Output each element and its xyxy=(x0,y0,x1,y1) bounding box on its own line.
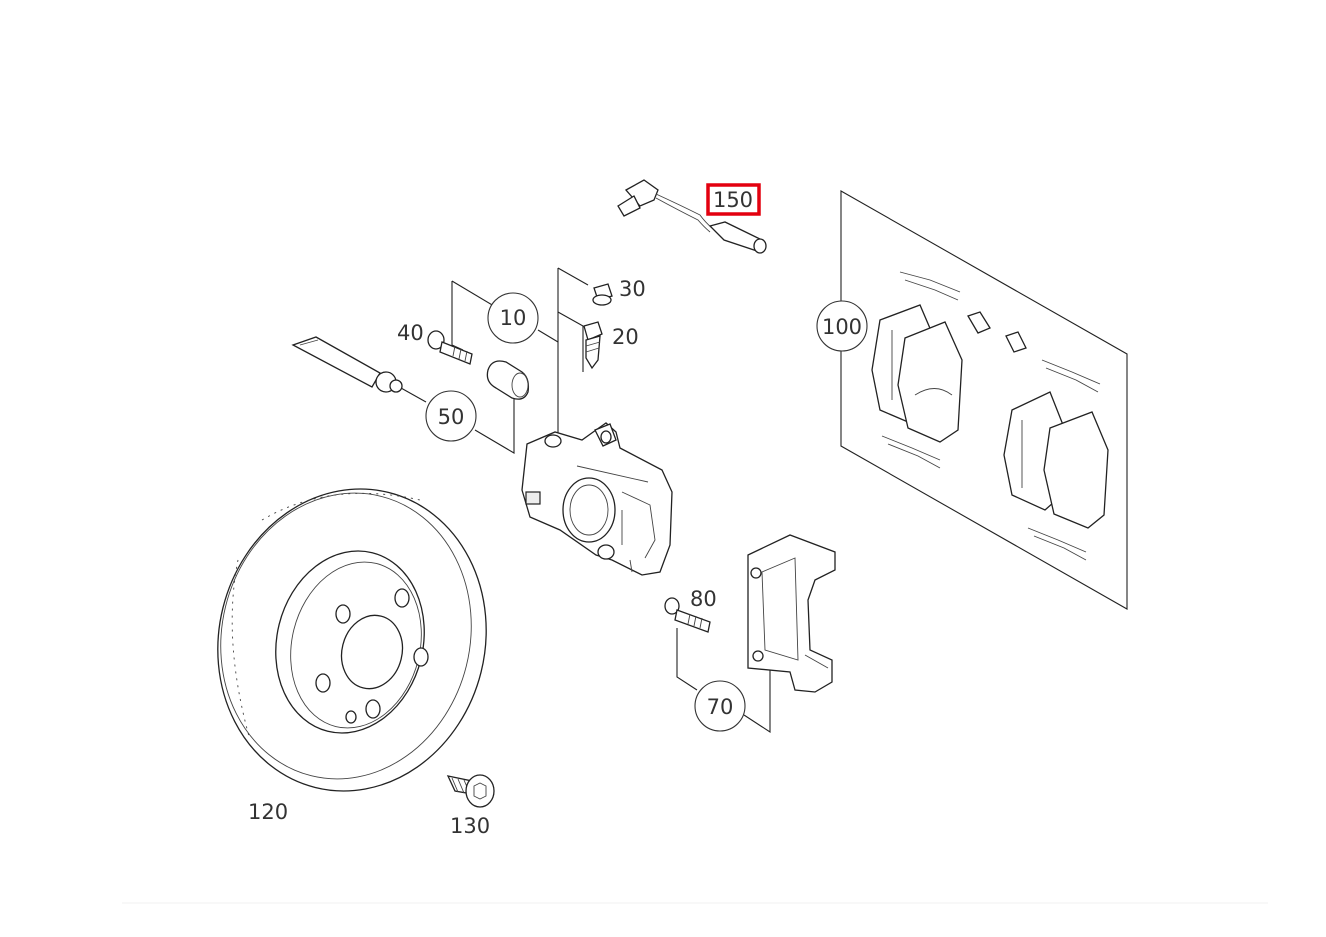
callout-10[interactable]: 10 xyxy=(500,306,527,330)
bleed-screw[interactable] xyxy=(583,321,603,370)
callout-130[interactable]: 130 xyxy=(450,814,490,838)
callout-40[interactable]: 40 xyxy=(397,321,424,345)
callout-120[interactable]: 120 xyxy=(248,800,288,824)
rotor-screw[interactable] xyxy=(446,774,495,808)
selected-callout-highlight xyxy=(706,183,761,216)
bleed-cap[interactable] xyxy=(592,283,613,306)
callout-20[interactable]: 20 xyxy=(612,325,639,349)
grease-tube[interactable] xyxy=(291,336,403,393)
callout-80[interactable]: 80 xyxy=(690,587,717,611)
carrier-bolt[interactable] xyxy=(664,597,711,633)
caliper-carrier[interactable] xyxy=(747,534,836,693)
guide-bolt[interactable] xyxy=(427,330,473,365)
wear-sensor[interactable] xyxy=(617,179,767,254)
callout-30[interactable]: 30 xyxy=(619,277,646,301)
callout-150[interactable]: 150 xyxy=(713,188,753,212)
brake-rotor[interactable] xyxy=(186,460,518,819)
leader-lines xyxy=(400,190,1128,734)
callout-labels: 10 20 30 40 50 70 80 100 120 130 150 xyxy=(248,188,862,838)
callout-50[interactable]: 50 xyxy=(438,405,465,429)
callout-70[interactable]: 70 xyxy=(707,695,734,719)
brake-pads[interactable] xyxy=(871,271,1109,561)
brake-caliper[interactable] xyxy=(521,422,673,576)
callout-100[interactable]: 100 xyxy=(822,315,862,339)
guide-bushing[interactable] xyxy=(486,360,530,400)
callout-circles xyxy=(425,292,868,732)
